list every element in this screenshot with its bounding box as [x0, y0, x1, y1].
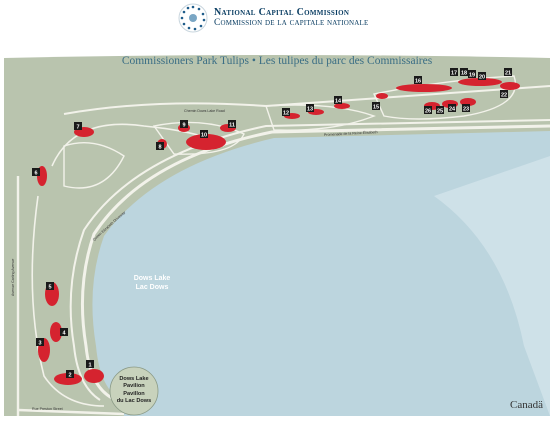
- pavilion-label-fr2: du Lac Dows: [117, 398, 152, 404]
- bed-number: 11: [229, 122, 235, 128]
- road-label-preston: Rue Preston Street: [32, 407, 63, 411]
- bed-label-box: [74, 122, 82, 130]
- bed-label-box: [228, 120, 236, 128]
- bed-label-box: [36, 338, 44, 346]
- bed-number: 17: [451, 70, 457, 76]
- tulip-map: Dows Lake Pavilion Pavillon du Lac Dows …: [4, 55, 550, 416]
- dows-lake-water: [92, 131, 550, 416]
- org-name-fr: Commission de la capitale nationale: [214, 18, 369, 28]
- ncc-header: National Capital Commission Commission d…: [0, 0, 554, 40]
- bed-number: 19: [469, 72, 475, 78]
- tulip-bed: [458, 78, 502, 86]
- bed-label-box: [46, 282, 54, 290]
- bed-label-box: [460, 68, 468, 76]
- bed-label-box: [478, 72, 486, 80]
- bed-number: 16: [415, 78, 421, 84]
- bed-label-box: [200, 130, 208, 138]
- bed-number: 14: [335, 98, 342, 104]
- bed-number: 6: [34, 170, 37, 176]
- bed-number: 22: [501, 92, 507, 98]
- bed-label-box: [180, 120, 188, 128]
- dows-lake-road: [63, 85, 550, 115]
- bed-number: 8: [158, 144, 161, 150]
- bed-number: 21: [505, 70, 511, 76]
- bed-number: 10: [201, 132, 207, 138]
- bed-label-box: [468, 70, 476, 78]
- canada-wordmark: Canadä: [510, 399, 543, 411]
- bed-label-box: [66, 370, 74, 378]
- tulip-bed: [54, 373, 82, 385]
- bed-number: 18: [461, 70, 467, 76]
- pavilion-label-fr: Pavillon: [123, 391, 145, 397]
- bed-label-box: [86, 360, 94, 368]
- bed-label-box: [424, 106, 432, 114]
- bed-number: 4: [62, 330, 66, 336]
- pavilion-label-en2: Pavilion: [123, 383, 145, 389]
- road-label-dows-lake: Chemin Dows Lake Road: [184, 109, 225, 113]
- bed-label-box: [282, 108, 290, 116]
- bed-number: 2: [68, 372, 71, 378]
- bed-label-box: [334, 96, 342, 104]
- bed-label-box: [504, 68, 512, 76]
- water-label-fr: Lac Dows: [136, 284, 169, 291]
- bed-number: 3: [38, 340, 41, 346]
- bed-label-box: [500, 90, 508, 98]
- bed-number: 12: [283, 110, 289, 116]
- water-label-en: Dows Lake: [134, 275, 171, 282]
- road-label-queen-elizabeth: Promenade de la Reine-Élisabeth: [324, 129, 378, 137]
- tulip-bed: [334, 103, 350, 109]
- bed-number: 7: [76, 124, 79, 130]
- tulip-bed: [396, 84, 452, 92]
- tulip-bed-group: [37, 78, 520, 385]
- map-title: Commissioners Park Tulips • Les tulipes …: [121, 55, 433, 67]
- bed-number: 25: [437, 108, 443, 114]
- bed-label-box: [450, 68, 458, 76]
- bed-label-box: [60, 328, 68, 336]
- tulip-bed: [84, 369, 104, 383]
- tulip-bed: [50, 322, 62, 342]
- park-path-loop: [372, 75, 516, 120]
- ncc-logo-icon: [178, 3, 208, 33]
- bed-number: 20: [479, 74, 485, 80]
- tulip-bed: [376, 93, 388, 99]
- org-name-en: National Capital Commission: [214, 7, 350, 18]
- tulip-bed: [186, 134, 226, 150]
- water-highlight: [434, 156, 550, 416]
- park-path-loop: [63, 141, 125, 189]
- bed-number: 1: [88, 362, 91, 368]
- queen-elizabeth-driveway: [69, 119, 550, 401]
- bed-label-box: [156, 142, 164, 150]
- bed-label-box: [414, 76, 422, 84]
- bed-label-box: [448, 104, 456, 112]
- bed-number: 5: [48, 284, 51, 290]
- bed-number: 23: [463, 106, 469, 112]
- bed-number: 9: [182, 122, 185, 128]
- bed-label-box: [436, 106, 444, 114]
- bed-label-box: [462, 104, 470, 112]
- pavilion-marker: [109, 366, 159, 416]
- bed-label-box: [372, 102, 380, 110]
- bed-number: 13: [307, 106, 313, 112]
- bed-number: 15: [373, 104, 379, 110]
- bed-label-box: [306, 104, 314, 112]
- bed-label-box: [32, 168, 40, 176]
- road-label-carling: Avenue Carling Avenue: [11, 259, 15, 296]
- bed-number: 26: [425, 108, 431, 114]
- bed-number: 24: [449, 106, 456, 112]
- tulip-bed: [500, 82, 520, 90]
- preston-street: [17, 408, 125, 416]
- pavilion-label-en: Dows Lake: [119, 376, 148, 382]
